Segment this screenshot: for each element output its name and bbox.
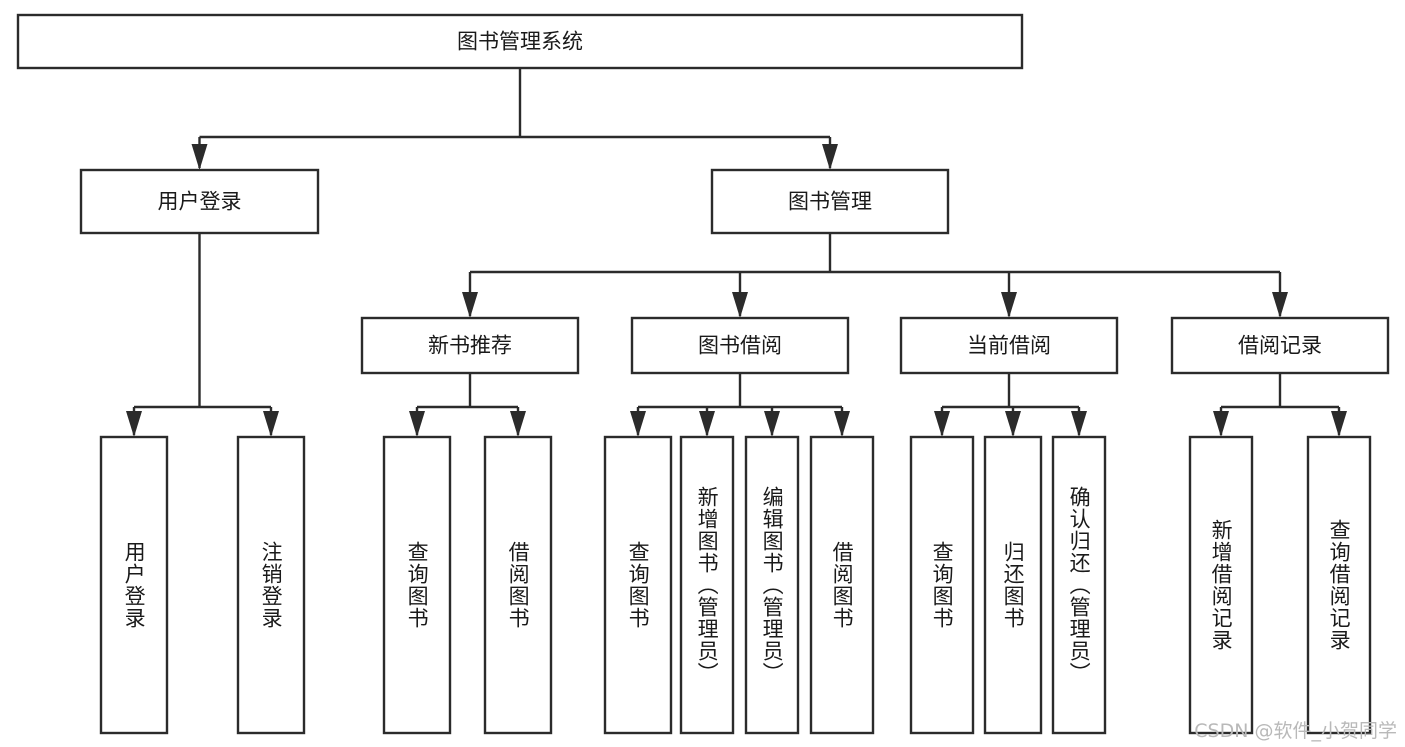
leaf-box-5 xyxy=(679,435,735,735)
arrow-head-icon-leaf-11 xyxy=(1213,411,1229,437)
leaf-box-11 xyxy=(1188,435,1254,735)
arrow-head-icon-level2-0 xyxy=(191,144,208,170)
arrow-head-icon-leaf-4 xyxy=(630,411,646,437)
arrow-head-icon-leaf-2 xyxy=(409,411,425,437)
level2-label-0: 用户登录 xyxy=(158,190,242,214)
leaf-box-7 xyxy=(809,435,875,735)
root-box-0 xyxy=(16,13,1024,70)
arrow-head-icon-leaf-7 xyxy=(834,411,850,437)
root-label-0: 图书管理系统 xyxy=(457,30,583,54)
level3-label-0: 新书推荐 xyxy=(428,334,512,358)
arrow-head-icon-leaf-12 xyxy=(1331,411,1347,437)
leaf-box-3 xyxy=(483,435,553,735)
level3-label-1: 图书借阅 xyxy=(698,334,782,358)
arrow-head-icon-leaf-3 xyxy=(510,411,526,437)
arrow-head-icon-level3-1 xyxy=(732,292,748,318)
level3-label-3: 借阅记录 xyxy=(1238,334,1322,358)
level3-box-0 xyxy=(360,316,580,375)
leaf-box-12 xyxy=(1306,435,1372,735)
arrow-head-icon-leaf-1 xyxy=(263,411,279,437)
arrow-head-icon-leaf-10 xyxy=(1071,411,1087,437)
arrow-head-icon-leaf-0 xyxy=(126,411,142,437)
arrow-head-icon-level3-3 xyxy=(1272,292,1288,318)
level2-box-1 xyxy=(710,168,950,235)
arrow-head-icon-leaf-5 xyxy=(699,411,715,437)
connector-lines xyxy=(126,68,1347,437)
arrow-head-icon-level3-2 xyxy=(1001,292,1017,318)
csdn-watermark: CSDN @软件_小贺同学 xyxy=(1194,720,1397,742)
leaf-box-2 xyxy=(382,435,452,735)
arrow-head-icon-leaf-9 xyxy=(1005,411,1021,437)
leaf-box-8 xyxy=(909,435,975,735)
arrow-head-icon-level3-0 xyxy=(462,292,478,318)
leaf-box-1 xyxy=(236,435,306,735)
arrow-head-icon-leaf-8 xyxy=(934,411,950,437)
leaf-box-4 xyxy=(603,435,673,735)
arrow-head-icon-level2-1 xyxy=(822,144,838,170)
leaf-box-6 xyxy=(744,435,800,735)
leaf-box-9 xyxy=(983,435,1043,735)
level3-box-2 xyxy=(899,316,1119,375)
leaf-box-0 xyxy=(99,435,169,735)
level2-box-0 xyxy=(79,168,320,235)
node-boxes xyxy=(16,13,1390,735)
level3-label-2: 当前借阅 xyxy=(967,334,1051,358)
leaf-box-10 xyxy=(1051,435,1107,735)
level3-box-1 xyxy=(630,316,850,375)
arrow-head-icon-leaf-6 xyxy=(764,411,780,437)
level2-label-1: 图书管理 xyxy=(788,190,872,214)
level3-box-3 xyxy=(1170,316,1390,375)
